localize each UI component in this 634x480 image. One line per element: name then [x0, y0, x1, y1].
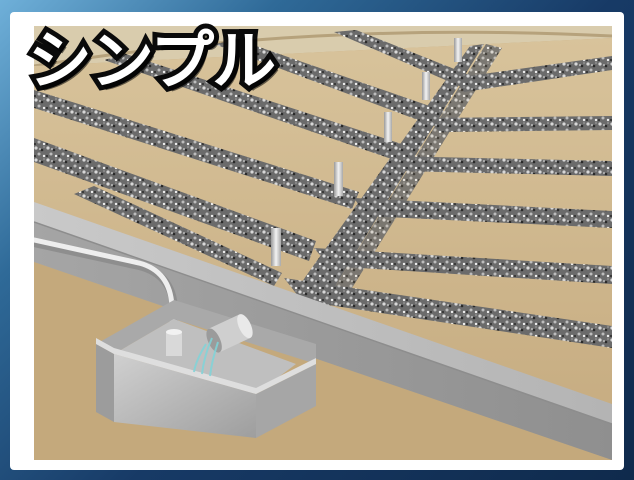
vent-pipe — [334, 162, 343, 196]
sump-right-face — [256, 364, 316, 438]
pump-body — [166, 332, 182, 356]
trench — [284, 278, 612, 348]
sump-left-face — [96, 344, 114, 422]
branch-trenches-right — [284, 56, 612, 348]
trench — [389, 156, 612, 176]
trench — [74, 186, 282, 286]
main-trench — [296, 44, 484, 291]
vent-pipe — [422, 72, 430, 100]
trench — [354, 198, 612, 228]
trench — [214, 40, 444, 126]
sump-rim-back — [96, 300, 316, 364]
back-rim-edge — [34, 30, 612, 68]
drain-end — [237, 314, 253, 339]
branch-trenches-left — [34, 30, 472, 286]
sump-pit — [96, 300, 316, 438]
back-rim — [34, 26, 612, 66]
drain-outlet — [206, 314, 253, 353]
retaining-wall-top — [34, 202, 612, 424]
illustration — [34, 26, 612, 460]
vent-pipe — [384, 112, 392, 142]
vent-pipe — [454, 38, 462, 62]
drainage-scene — [34, 26, 612, 460]
pump-cap — [166, 329, 182, 335]
trench — [314, 248, 612, 284]
drain-opening — [206, 328, 222, 353]
scene-title: シンプル — [23, 25, 281, 99]
vent-pipe — [271, 228, 281, 266]
main-trench-side — [334, 44, 502, 288]
trench — [34, 90, 359, 209]
retaining-wall-face — [34, 222, 612, 460]
sump-front-face — [114, 354, 256, 438]
trench — [34, 138, 316, 261]
vent-pipes — [271, 38, 462, 266]
trench — [334, 30, 472, 88]
trench — [429, 116, 612, 132]
trench — [104, 54, 414, 164]
water-flow — [193, 337, 219, 377]
trench — [454, 56, 612, 92]
wall-edge — [34, 221, 612, 425]
